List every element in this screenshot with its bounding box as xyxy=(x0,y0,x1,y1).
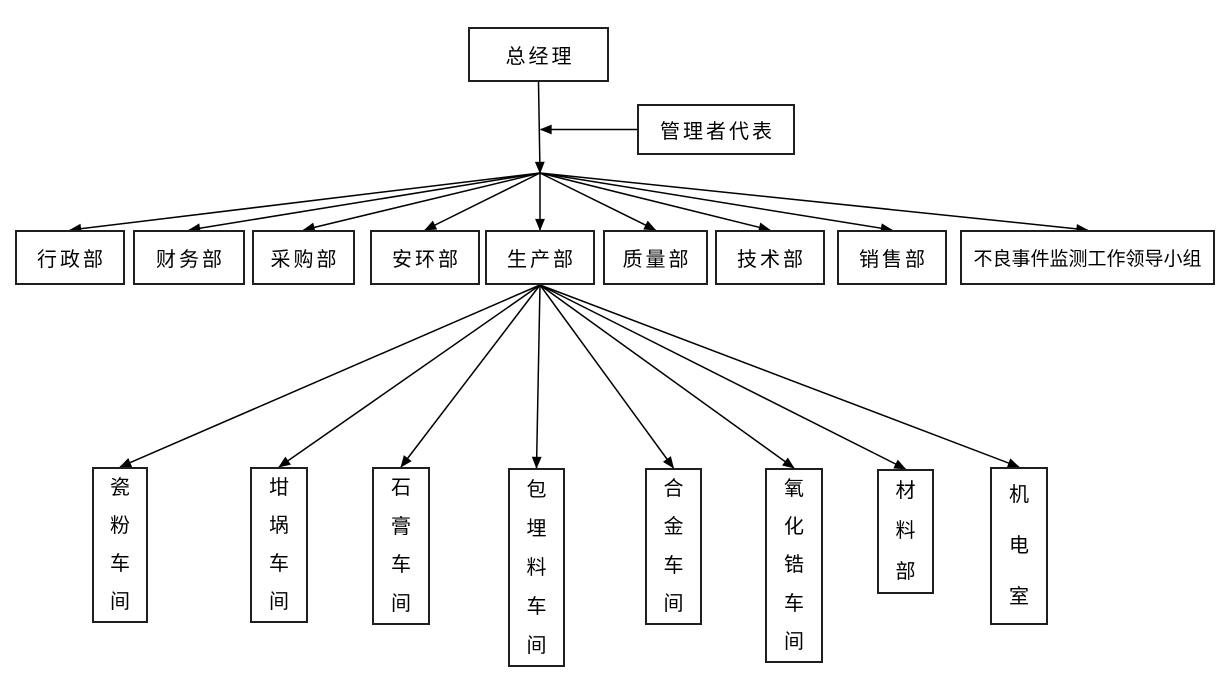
node-label: 不良事件监测工作领导小组 xyxy=(973,249,1202,270)
node-label: 坩埚车间 xyxy=(269,477,289,613)
node-label: 氧化锆车间 xyxy=(784,478,804,653)
node-dept-purchasing: 采购部 xyxy=(252,230,355,285)
node-dept-quality: 质量部 xyxy=(603,230,708,285)
node-label: 生产部 xyxy=(507,249,576,271)
node-workshop-porcelain-powder: 瓷粉车间 xyxy=(92,467,148,623)
node-workshop-alloy: 合金车间 xyxy=(645,468,702,625)
node-label: 瓷粉车间 xyxy=(110,477,130,613)
node-workshop-gypsum: 石膏车间 xyxy=(372,467,430,625)
node-dept-finance: 财务部 xyxy=(133,230,245,285)
node-label: 管理者代表 xyxy=(660,121,775,143)
node-label: 石膏车间 xyxy=(391,477,411,615)
node-label: 材料部 xyxy=(895,480,916,583)
node-workshop-investment-material: 包埋料车间 xyxy=(508,468,565,667)
node-dept-safety-environment: 安环部 xyxy=(370,230,480,285)
node-label: 质量部 xyxy=(622,249,692,271)
node-workshop-crucible: 坩埚车间 xyxy=(250,467,308,623)
node-label: 包埋料车间 xyxy=(526,478,547,657)
node-general-manager: 总经理 xyxy=(468,27,609,82)
node-label: 安环部 xyxy=(392,249,461,271)
node-dept-administration: 行政部 xyxy=(15,230,125,285)
node-label: 财务部 xyxy=(156,249,225,271)
node-label: 总经理 xyxy=(505,46,575,68)
node-label: 销售部 xyxy=(859,249,928,271)
node-dept-production: 生产部 xyxy=(485,230,595,285)
node-management-representative: 管理者代表 xyxy=(637,104,795,155)
node-label: 技术部 xyxy=(737,249,806,271)
node-workshop-mechanical-electrical: 机电室 xyxy=(990,467,1048,625)
node-label: 行政部 xyxy=(37,249,106,271)
node-label: 采购部 xyxy=(270,249,340,271)
node-workshop-zirconia: 氧化锆车间 xyxy=(765,468,823,663)
node-adverse-event-monitoring-group: 不良事件监测工作领导小组 xyxy=(960,230,1215,285)
node-label: 合金车间 xyxy=(663,478,684,615)
node-dept-technology: 技术部 xyxy=(715,230,825,285)
node-label: 机电室 xyxy=(1009,483,1029,609)
node-dept-sales: 销售部 xyxy=(837,230,947,285)
node-dept-materials: 材料部 xyxy=(877,469,934,594)
